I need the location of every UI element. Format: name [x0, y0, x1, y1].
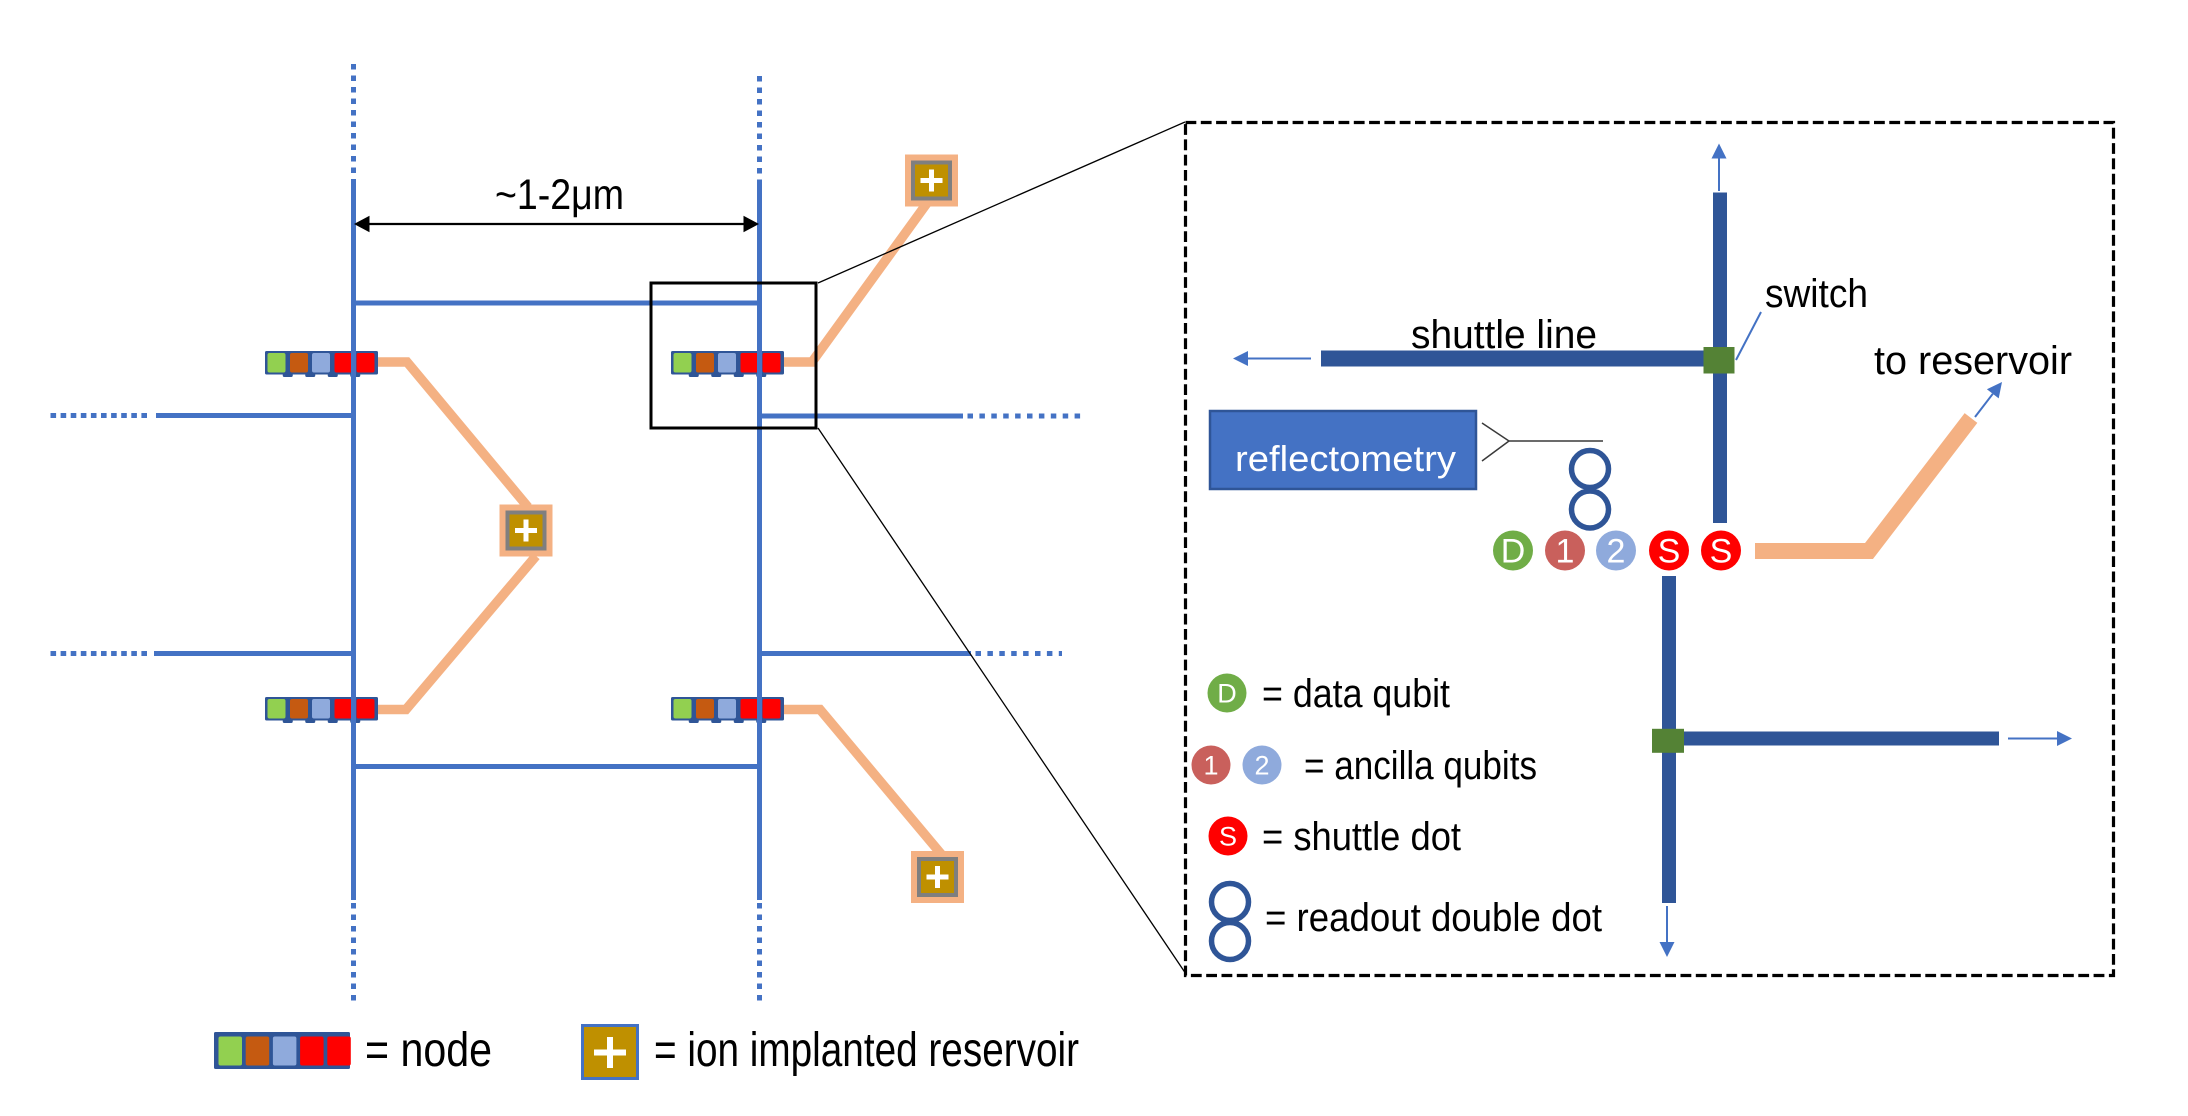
svg-text:D: D — [1217, 679, 1237, 709]
svg-text:= shuttle dot: = shuttle dot — [1262, 815, 1461, 859]
svg-text:to reservoir: to reservoir — [1874, 339, 2072, 383]
svg-text:1: 1 — [1203, 751, 1218, 781]
svg-text:2: 2 — [1607, 533, 1626, 571]
svg-text:= readout double dot: = readout double dot — [1265, 896, 1602, 940]
svg-text:reflectometry: reflectometry — [1235, 438, 1456, 479]
svg-text:switch: switch — [1765, 272, 1868, 316]
svg-text:2: 2 — [1254, 751, 1269, 781]
svg-text:S: S — [1219, 822, 1237, 852]
svg-text:S: S — [1658, 533, 1681, 571]
svg-text:= ancilla qubits: = ancilla qubits — [1304, 744, 1537, 788]
svg-text:shuttle line: shuttle line — [1411, 313, 1597, 357]
svg-text:= node: = node — [365, 1024, 492, 1077]
svg-text:S: S — [1710, 533, 1733, 571]
svg-text:= ion implanted reservoir: = ion implanted reservoir — [654, 1024, 1079, 1077]
svg-text:~1-2μm: ~1-2μm — [495, 171, 624, 219]
svg-text:1: 1 — [1556, 533, 1575, 571]
svg-text:D: D — [1501, 533, 1526, 571]
svg-text:= data qubit: = data qubit — [1262, 672, 1450, 716]
